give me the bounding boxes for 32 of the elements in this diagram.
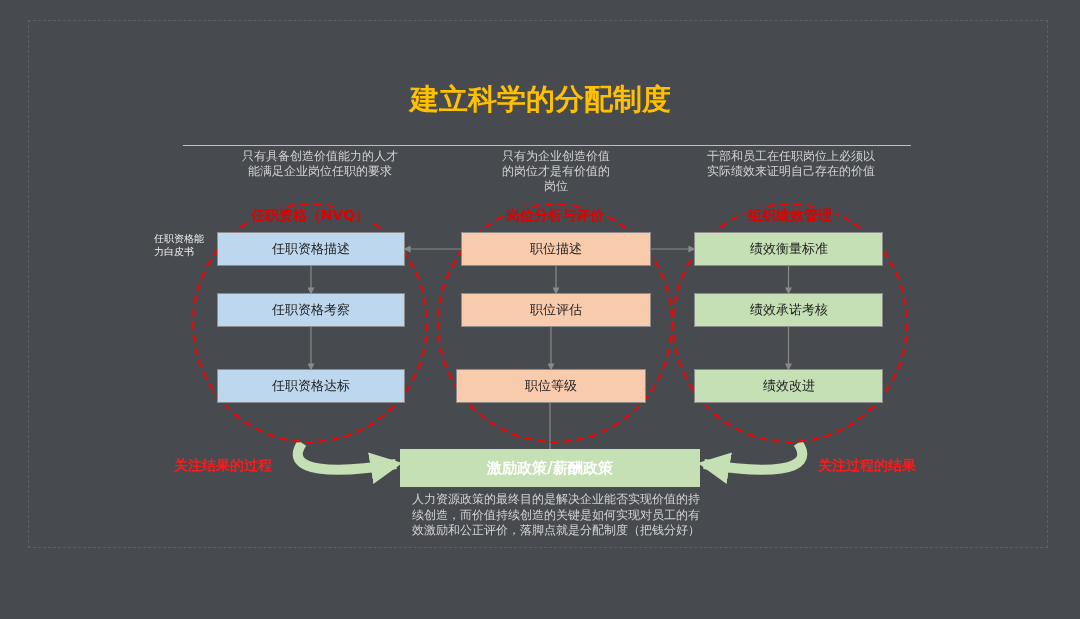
- arrow: [547, 326, 555, 371]
- arrow: [307, 326, 315, 371]
- process-box: 绩效改进: [694, 369, 883, 403]
- process-box: 任职资格考察: [217, 293, 405, 327]
- note-text: 只有为企业创造价值的岗位才是有价值的岗位: [500, 149, 611, 194]
- arrow: [785, 326, 792, 371]
- dashed-circle: [437, 203, 673, 443]
- arrow: [403, 245, 462, 253]
- group-heading: 组织绩效管理: [745, 207, 835, 225]
- group-heading: 任职资格（NVQ）: [247, 207, 373, 225]
- process-box: 职位评估: [461, 293, 651, 327]
- arrow: [552, 265, 560, 295]
- process-box: 职位描述: [461, 232, 651, 266]
- process-box: 任职资格达标: [217, 369, 405, 403]
- dashed-circle: [672, 203, 908, 443]
- policy-box: 激励政策/薪酬政策: [400, 449, 700, 487]
- arrow: [307, 265, 315, 295]
- note-text: 只有具备创造价值能力的人才能满足企业岗位任职的要求: [240, 149, 399, 179]
- process-box: 任职资格描述: [217, 232, 405, 266]
- summary-text: 人力资源政策的最终目的是解决企业能否实现价值的持续创造，而价值持续创造的关键是如何实现对员工的有效激励和公正评价，落脚点就是分配制度（把钱分好）: [412, 492, 701, 539]
- process-box: 职位等级: [456, 369, 646, 403]
- edge-label: 关注过程的结果: [818, 457, 916, 475]
- edge-label: 关注结果的过程: [174, 457, 272, 475]
- title: 建立科学的分配制度: [407, 81, 672, 118]
- arrow: [785, 265, 792, 295]
- note-text: 干部和员工在任职岗位上必须以实际绩效来证明自己存在的价值: [705, 149, 876, 179]
- process-box: 绩效衡量标准: [694, 232, 883, 266]
- process-box: 绩效承诺考核: [694, 293, 883, 327]
- side-note: 任职资格能力白皮书: [154, 232, 205, 258]
- connector-line: [549, 402, 551, 450]
- arrow: [650, 245, 696, 253]
- group-heading: 岗位分析与评价: [503, 207, 607, 225]
